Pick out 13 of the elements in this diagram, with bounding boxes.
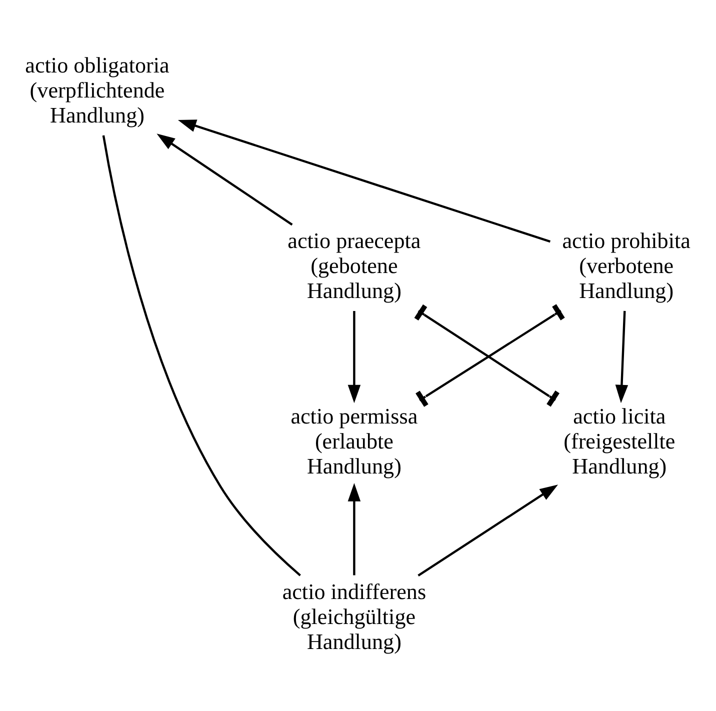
node-text: actio obligatoria (verpflichtende Handlung) <box>25 52 170 128</box>
arrow <box>615 310 628 404</box>
arrow <box>156 134 293 226</box>
node-text: actio indifferens (gleichgültige Handlung) <box>282 579 426 654</box>
node-text: actio praecepta (gebotene Handlung) <box>288 228 421 303</box>
arrow <box>348 483 361 576</box>
node-text: actio permissa (erlaubte Handlung) <box>290 404 418 478</box>
arrow <box>178 120 551 243</box>
arrow <box>348 310 361 404</box>
node-text: actio licita (freigestellte Handlung) <box>564 404 676 478</box>
arrow <box>418 484 558 576</box>
connector <box>102 135 301 576</box>
node-text: actio prohibita (verbotene Handlung) <box>562 228 690 303</box>
